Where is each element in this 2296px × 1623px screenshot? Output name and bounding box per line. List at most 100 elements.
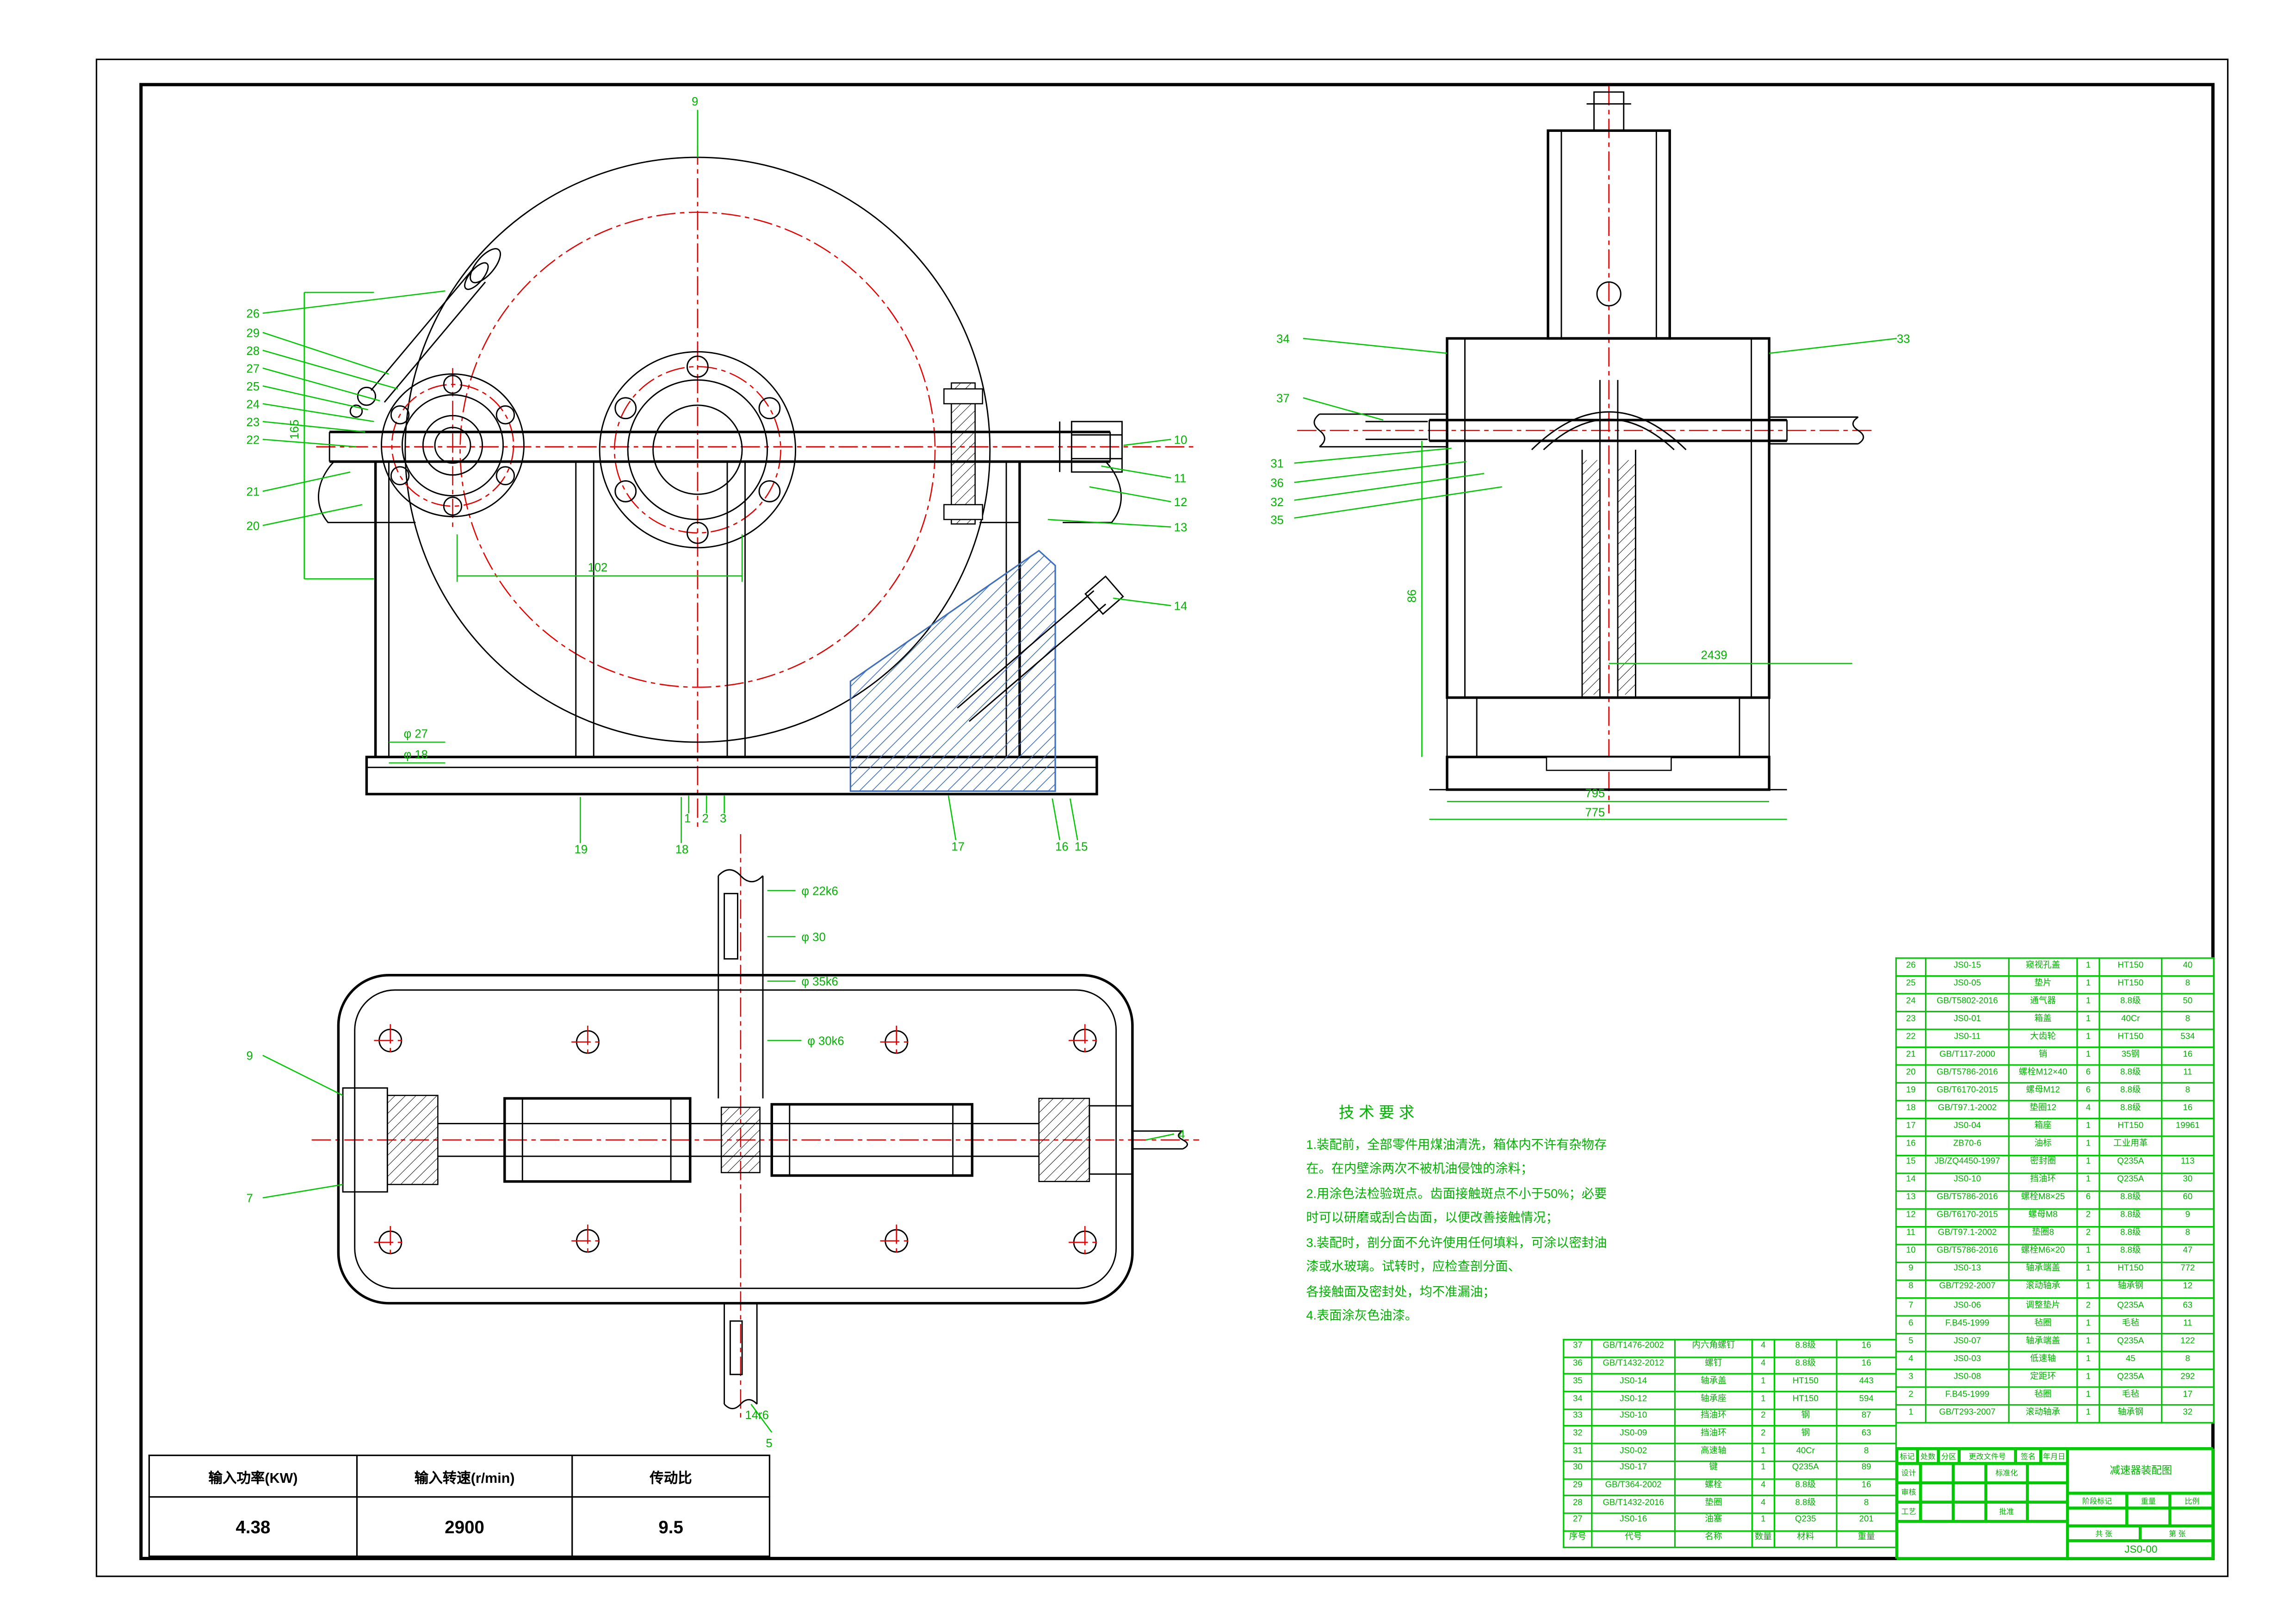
table-cell: 挡油环 [1674, 1425, 1753, 1444]
drawing-number: JS0-00 [2067, 1541, 2215, 1560]
table-cell: 1 [1895, 1404, 1927, 1424]
table-cell: 1 [2076, 1261, 2100, 1281]
table-cell: 16 [1836, 1477, 1897, 1497]
table-cell: 工业用革 [2098, 1136, 2163, 1156]
callout-label: φ 18 [404, 748, 428, 761]
table-cell: 22 [1895, 1028, 1927, 1048]
title-block-cell [2027, 1463, 2068, 1483]
callout-label: 27 [247, 362, 260, 375]
callout-label: 24 [247, 398, 260, 411]
table-cell: 8 [2161, 1226, 2215, 1245]
table-cell: JB/ZQ4450-1997 [1925, 1154, 2010, 1174]
oil-dipstick [349, 248, 501, 418]
table-cell: 箱座 [2008, 1118, 2078, 1138]
callout-label: 5 [766, 1437, 772, 1450]
title-block-cell: 处数 [1917, 1449, 1938, 1464]
table-cell: 9 [1895, 1261, 1927, 1281]
top-view-dimensions [262, 890, 1174, 1433]
table-cell: 16 [1836, 1356, 1897, 1375]
table-cell: GB/T1476-2002 [1591, 1338, 1676, 1358]
text-line: 3.装配时，剖分面不允许使用任何填料，可涂以密封油 [1306, 1234, 1607, 1249]
table-cell: 8 [2161, 1350, 2215, 1370]
table-cell: 4 [1751, 1356, 1776, 1375]
table-cell: F.B45-1999 [1925, 1315, 2010, 1335]
callout-label: 34 [1276, 333, 1290, 346]
table-cell: 21 [1895, 1047, 1927, 1066]
callout-label: 11 [1174, 472, 1187, 485]
table-cell: 键 [1674, 1460, 1753, 1479]
table-cell: 1 [1751, 1443, 1776, 1462]
table-cell: 高速轴 [1674, 1443, 1753, 1462]
table-cell: 4 [1751, 1495, 1776, 1514]
table-cell: 63 [1836, 1425, 1897, 1444]
table-cell: JS0-10 [1925, 1172, 2010, 1191]
table-cell: JS0-09 [1591, 1425, 1676, 1444]
table-cell: 1 [2076, 1118, 2100, 1138]
table-cell: 滚动轴承 [2008, 1279, 2078, 1299]
table-cell: 8 [2161, 1082, 2215, 1102]
table-cell: 113 [2161, 1154, 2215, 1174]
table-cell: 1 [2076, 1369, 2100, 1388]
table-cell: 47 [2161, 1243, 2215, 1263]
title-block-cell [1920, 1463, 1953, 1483]
table-cell: 45 [2098, 1350, 2163, 1370]
table-cell: 6 [1895, 1315, 1927, 1335]
table-cell: 30 [2161, 1172, 2215, 1191]
table-cell: 23 [1895, 1011, 1927, 1031]
title-block-cell: 第 张 [2140, 1526, 2215, 1541]
drawing-title: 减速器装配图 [2067, 1449, 2215, 1493]
table-cell: 轴承端盖 [2008, 1261, 2078, 1281]
table-cell: 调整垫片 [2008, 1297, 2078, 1317]
callout-label: 21 [247, 486, 260, 499]
table-cell: GB/T1432-2016 [1591, 1495, 1676, 1514]
title-block-cell: 分区 [1938, 1449, 1959, 1464]
callout-label: 2439 [1701, 649, 1727, 662]
table-cell: 油塞 [1674, 1512, 1753, 1531]
table-cell: 11 [2161, 1315, 2215, 1335]
table-cell: 轴承钢 [2098, 1279, 2163, 1299]
text-line: 在。在内壁涂两次不被机油侵蚀的涂料； [1306, 1160, 1534, 1176]
table-cell: 轴承端盖 [2008, 1332, 2078, 1352]
table-cell: HT150 [1773, 1391, 1838, 1410]
table-cell: 4.38 [148, 1496, 358, 1557]
table-cell: 87 [1836, 1408, 1897, 1427]
table-cell: 32 [1563, 1425, 1593, 1444]
table-cell: 8.8级 [2098, 1243, 2163, 1263]
table-cell: 11 [1895, 1226, 1927, 1245]
table-cell: 2 [1751, 1408, 1776, 1427]
table-cell: 6 [2076, 1082, 2100, 1102]
table-cell: 9 [2161, 1208, 2215, 1227]
coupling-bolt [1059, 421, 1123, 473]
table-cell: 8 [2161, 1011, 2215, 1031]
tech-requirements-title: 技术要求 [1338, 1104, 1419, 1122]
callout-label: 12 [1174, 496, 1188, 509]
table-cell: 31 [1563, 1443, 1593, 1462]
table-cell: 8.8级 [2098, 1226, 2163, 1245]
table-cell: 2 [2076, 1297, 2100, 1317]
table-cell: JS0-10 [1591, 1408, 1676, 1427]
table-cell: Q235 [1773, 1512, 1838, 1531]
table-cell: 16 [1895, 1136, 1927, 1156]
table-cell: 443 [1836, 1373, 1897, 1393]
callout-label: 31 [1270, 458, 1284, 471]
callout-label: 4 [1178, 1128, 1185, 1141]
table-cell: 窥视孔盖 [2008, 957, 2078, 977]
table-cell: 序号 [1563, 1530, 1593, 1549]
title-block-cell: 重量 [2127, 1493, 2170, 1508]
table-cell: GB/T5786-2016 [1925, 1065, 2010, 1084]
table-cell: 29 [1563, 1477, 1593, 1497]
table-cell: 垫圈8 [2008, 1226, 2078, 1245]
